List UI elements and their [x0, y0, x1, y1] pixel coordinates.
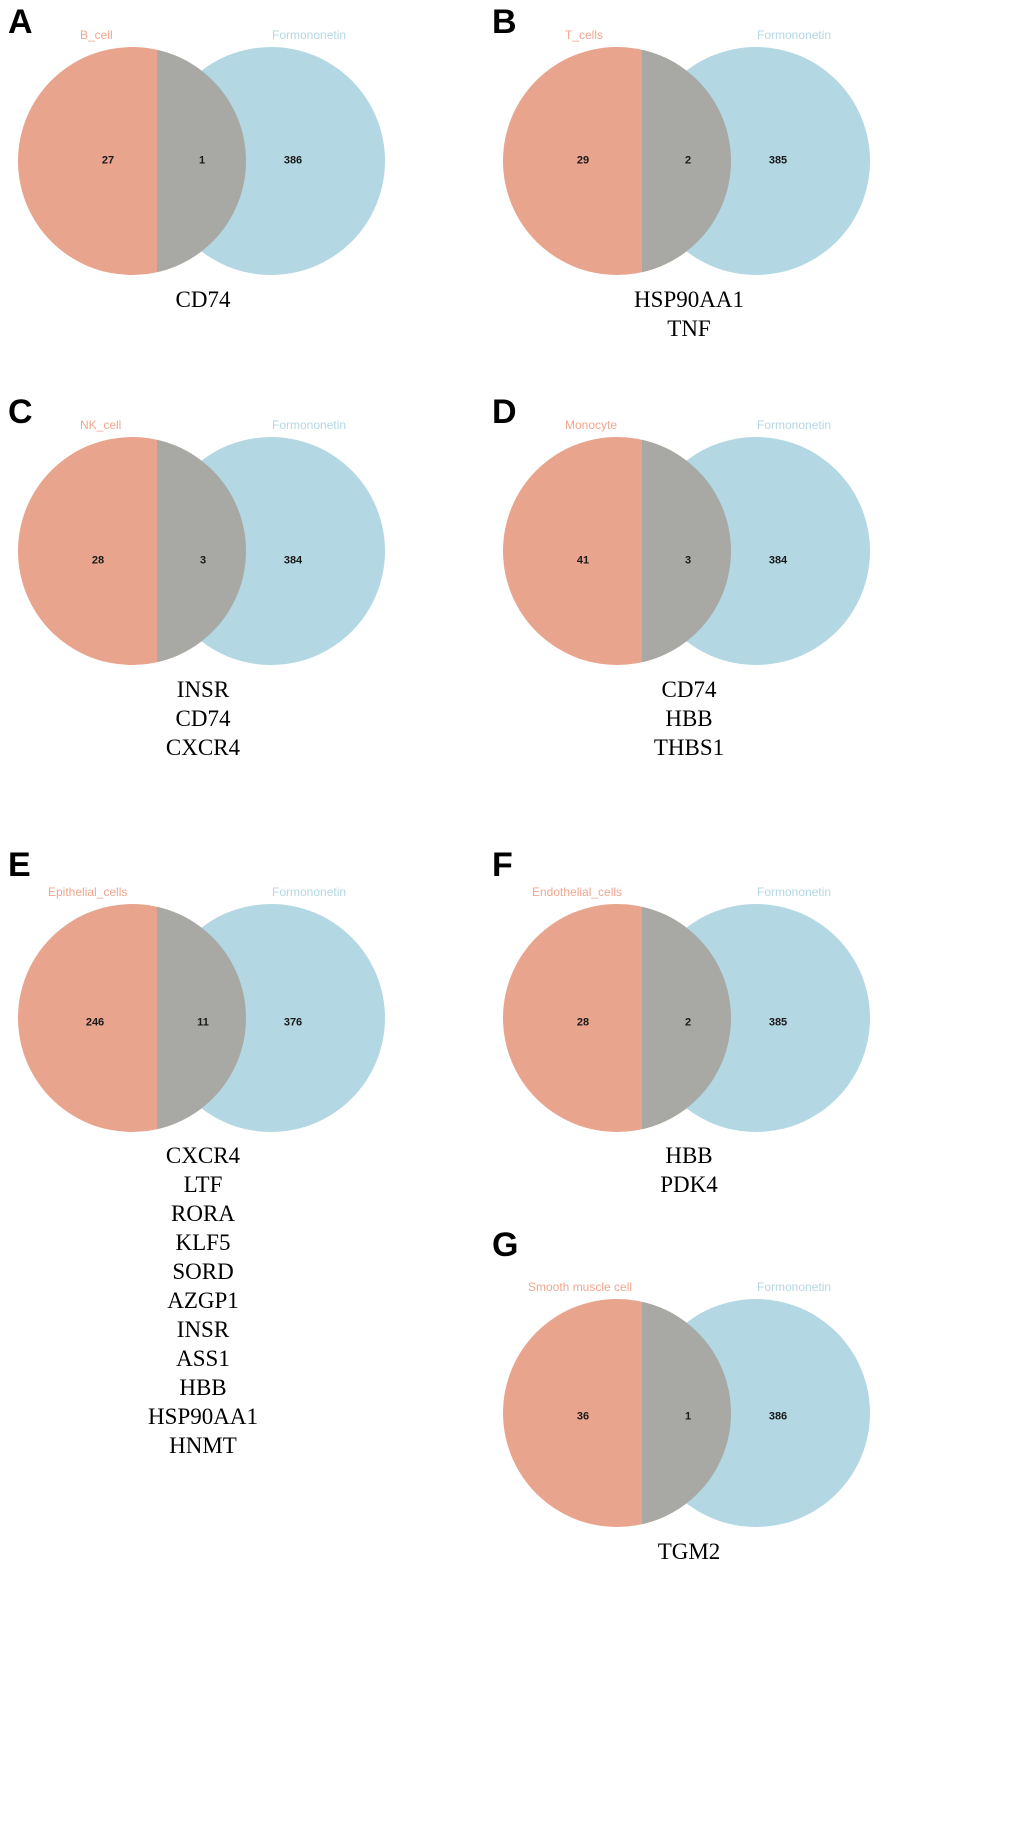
gene-label: ASS1 — [176, 1345, 230, 1371]
count-right-only-e: 376 — [283, 1016, 303, 1029]
gene-label: CD74 — [175, 705, 231, 731]
gene-label: INSR — [176, 1316, 230, 1342]
gene-label: HBB — [665, 705, 713, 731]
count-left-only-b: 29 — [576, 154, 590, 167]
gene-label: INSR — [176, 677, 230, 702]
panel-letter-d: D — [492, 393, 517, 431]
panel-letter-g: G — [492, 1226, 519, 1264]
gene-label: HBB — [179, 1374, 227, 1400]
count-intersection-f: 2 — [684, 1016, 692, 1029]
gene-label: PDK4 — [660, 1171, 718, 1197]
panel-letter-e: E — [8, 846, 31, 884]
venn-overlap-b — [642, 47, 731, 275]
count-intersection-e: 11 — [197, 1016, 209, 1029]
set-label-left-e: Epithelial_cells — [48, 885, 128, 899]
gene-label: HNMT — [169, 1432, 237, 1458]
gene-label: HSP90AA1 — [634, 287, 744, 312]
gene-label: SORD — [172, 1258, 234, 1284]
gene-label: AZGP1 — [167, 1287, 239, 1313]
count-intersection-b: 2 — [684, 154, 692, 167]
gene-list-g: TGM2 — [658, 1538, 721, 1567]
gene-label: RORA — [171, 1200, 235, 1226]
set-label-right-a: Formononetin — [272, 28, 347, 42]
set-label-left-b: T_cells — [565, 28, 604, 42]
panel-letter-b: B — [492, 3, 517, 41]
set-label-right-f: Formononetin — [757, 885, 832, 899]
venn-overlap-c — [157, 437, 246, 665]
set-label-right-d: Formononetin — [757, 418, 832, 432]
gene-label: TNF — [667, 315, 711, 341]
set-label-left-g: Smooth muscle cell — [528, 1280, 633, 1294]
count-right-only-b: 385 — [768, 154, 788, 167]
set-label-right-e: Formononetin — [272, 885, 347, 899]
set-label-left-d: Monocyte — [565, 418, 618, 432]
panel-letter-c: C — [8, 393, 33, 431]
count-left-only-d: 41 — [576, 554, 590, 567]
set-label-right-g: Formononetin — [757, 1280, 832, 1294]
set-label-right-c: Formononetin — [272, 418, 347, 432]
count-left-only-g: 36 — [576, 1410, 590, 1423]
gene-label: CXCR4 — [165, 1143, 241, 1168]
count-right-only-d: 384 — [768, 554, 788, 567]
gene-list-f: HBB PDK4 — [660, 1142, 718, 1200]
count-right-only-a: 386 — [283, 154, 303, 167]
gene-label: CD74 — [661, 677, 717, 702]
set-label-right-b: Formononetin — [757, 28, 832, 42]
count-intersection-d: 3 — [684, 554, 692, 567]
gene-label: CXCR4 — [165, 734, 241, 760]
gene-label: CD74 — [175, 287, 231, 312]
gene-label: TGM2 — [657, 1539, 721, 1564]
venn-overlap-a — [157, 47, 246, 275]
panel-letter-a: A — [8, 3, 33, 41]
set-label-left-a: B_cell — [80, 28, 113, 42]
venn-overlap-g — [642, 1299, 731, 1527]
gene-list-a: CD74 — [176, 286, 231, 315]
venn-overlap-d — [642, 437, 731, 665]
venn-overlap-f — [642, 904, 731, 1132]
count-right-only-f: 385 — [768, 1016, 788, 1029]
count-right-only-c: 384 — [283, 554, 303, 567]
panel-letter-f: F — [492, 846, 513, 884]
gene-label: HSP90AA1 — [148, 1403, 258, 1429]
count-left-only-a: 27 — [101, 154, 115, 167]
count-left-only-f: 28 — [576, 1016, 590, 1029]
set-label-left-c: NK_cell — [80, 418, 122, 432]
venn-overlap-e — [157, 904, 246, 1132]
gene-label: HBB — [665, 1143, 713, 1168]
count-intersection-a: 1 — [198, 154, 206, 167]
set-label-left-f: Endothelial_cells — [532, 885, 623, 899]
count-left-only-e: 246 — [85, 1016, 105, 1029]
count-left-only-c: 28 — [91, 554, 105, 567]
gene-label: THBS1 — [653, 734, 725, 760]
count-intersection-c: 3 — [199, 554, 207, 567]
count-intersection-g: 1 — [684, 1410, 692, 1423]
count-right-only-g: 386 — [768, 1410, 788, 1423]
gene-label: LTF — [183, 1171, 223, 1197]
gene-label: KLF5 — [175, 1229, 231, 1255]
